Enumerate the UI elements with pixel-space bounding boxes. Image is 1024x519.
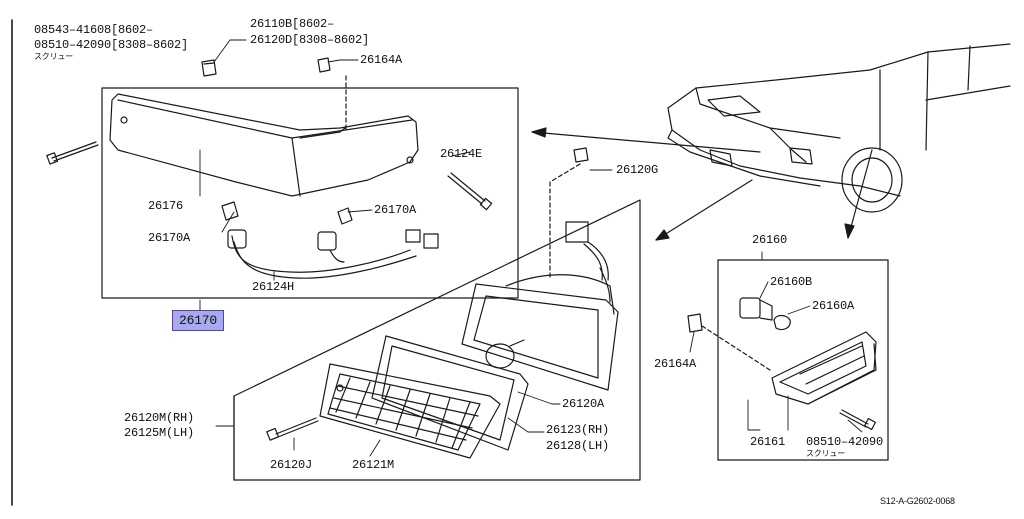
label-reference-code: S12-A-G2602-0068 — [880, 496, 955, 506]
top-group-frame — [101, 87, 519, 299]
label-front-lh: 26125M(LH) — [124, 426, 195, 440]
screw-top-left — [46, 141, 99, 165]
label-harness: 26124H — [252, 280, 295, 294]
label-side-socket: 26160A — [812, 299, 855, 313]
grommet-side — [687, 313, 703, 333]
label-reflector: 26120A — [562, 397, 605, 411]
harness-part — [227, 229, 439, 279]
leader-lines — [199, 39, 863, 457]
label-front-lens: 26121M — [352, 458, 395, 472]
label-side-screw: 08510–42090 — [806, 435, 884, 449]
connector-front — [565, 221, 609, 281]
gasket-part — [371, 335, 529, 451]
side-lens-part — [771, 331, 877, 405]
label-top-left-line2: 08510–42090[8308–8602] — [34, 38, 189, 52]
side-socket-part — [773, 314, 791, 331]
label-gasket-rh: 26123(RH) — [546, 423, 610, 437]
screw-right — [447, 172, 493, 211]
label-screw-right: 26124E — [440, 147, 483, 161]
label-clip-mid: 26120G — [616, 163, 659, 177]
lamp-housing-part — [109, 93, 419, 197]
reflector-part — [461, 267, 619, 391]
bracket-right — [337, 207, 353, 225]
label-front-rh: 26120M(RH) — [124, 411, 195, 425]
label-side-screw-sub: スクリュー — [806, 450, 845, 459]
label-lamp-housing: 26176 — [148, 199, 184, 213]
label-clip-line1: 26110B[8602– — [250, 17, 335, 31]
side-bulb-part — [739, 297, 773, 321]
grommet-top — [317, 57, 347, 131]
label-gasket-lh: 26128(LH) — [546, 439, 610, 453]
label-side-assy: 26160 — [752, 233, 788, 247]
front-lens-part — [319, 363, 501, 459]
car-sketch — [667, 43, 1011, 213]
screw-side — [839, 409, 877, 431]
arrow-to-car-top — [531, 131, 761, 153]
label-top-left-sub: スクリュー — [34, 53, 73, 62]
label-side-lens: 26161 — [750, 435, 786, 449]
label-grommet-side: 26164A — [654, 357, 697, 371]
label-bracket-left: 26170A — [148, 231, 191, 245]
label-bracket-right: 26170A — [374, 203, 417, 217]
bracket-left — [221, 201, 239, 221]
label-clip-line2: 26120D[8308–8602] — [250, 33, 370, 47]
label-assembly-highlight[interactable]: 26170 — [172, 310, 225, 331]
arrow-to-front-group — [655, 179, 753, 241]
label-front-screw: 26120J — [270, 458, 313, 472]
side-group-frame — [717, 259, 889, 461]
label-grommet-top: 26164A — [360, 53, 403, 67]
clip-top — [201, 59, 217, 77]
label-side-bulb: 26160B — [770, 275, 813, 289]
label-top-left-line1: 08543–41608[8602– — [34, 23, 154, 37]
clip-mid — [573, 147, 589, 163]
arrow-to-side-group — [847, 149, 873, 239]
screw-front — [266, 417, 319, 441]
